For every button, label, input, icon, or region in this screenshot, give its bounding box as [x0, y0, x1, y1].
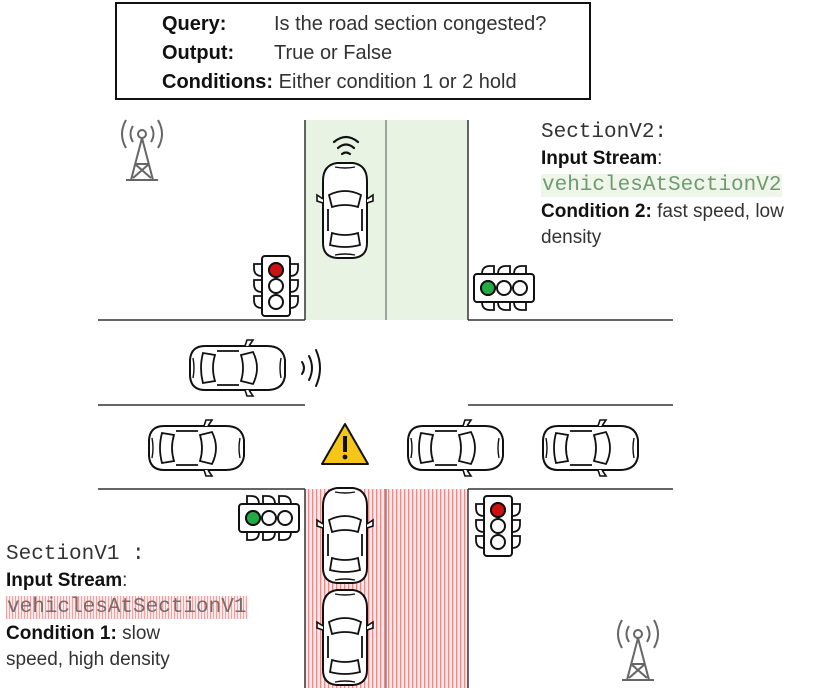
traffic-light-green — [473, 265, 535, 311]
signal-waves-icon — [301, 349, 321, 387]
query-row: Query: Is the road section congested? — [162, 12, 546, 36]
traffic-light-red — [475, 495, 521, 557]
condition-2-text: fast speed, low density — [541, 201, 784, 248]
car — [316, 487, 374, 584]
output-text: True or False — [274, 42, 393, 64]
car — [316, 162, 374, 259]
road-lines — [98, 120, 673, 688]
output-label: Output: — [162, 42, 235, 64]
car — [190, 340, 285, 396]
conditions-row: Conditions: Either condition 1 or 2 hold — [162, 70, 517, 94]
car — [149, 420, 244, 476]
conditions-label: Conditions: — [162, 71, 274, 93]
query-label: Query: — [162, 13, 227, 35]
conditions-text: Either condition 1 or 2 hold — [278, 71, 517, 93]
input-stream-colon: : — [657, 148, 663, 169]
warning-triangle-icon — [321, 423, 369, 465]
output-row: Output: True or False — [162, 41, 392, 65]
traffic-light-red — [253, 255, 299, 317]
section-v1-title: SectionV1 : — [6, 543, 145, 566]
query-text: Is the road section congested? — [274, 13, 547, 35]
input-stream-label: Input Stream — [6, 570, 123, 591]
cell-tower-icon — [121, 119, 163, 181]
section-v2-info: SectionV2: Input Stream: vehiclesAtSecti… — [541, 120, 831, 251]
car — [543, 420, 638, 476]
car — [408, 420, 503, 476]
input-stream-colon: : — [122, 570, 128, 591]
condition-1-text: slow speed, high density — [6, 623, 170, 670]
section-v2-stream-name: vehiclesAtSectionV2 — [541, 174, 783, 197]
section-v1-info: SectionV1 : Input Stream: vehiclesAtSect… — [6, 542, 296, 673]
wireless-signal-icon — [332, 135, 360, 156]
car — [316, 589, 374, 686]
condition-1-label: Condition 1: — [6, 623, 117, 644]
section-v1-stream-name: vehiclesAtSectionV1 — [6, 596, 248, 619]
cell-tower-icon — [617, 619, 659, 681]
query-box: Query: Is the road section congested? Out… — [115, 2, 591, 100]
traffic-light-green — [238, 495, 300, 541]
condition-2-label: Condition 2: — [541, 201, 652, 222]
input-stream-label: Input Stream — [541, 148, 658, 169]
section-v2-title: SectionV2: — [541, 121, 668, 144]
